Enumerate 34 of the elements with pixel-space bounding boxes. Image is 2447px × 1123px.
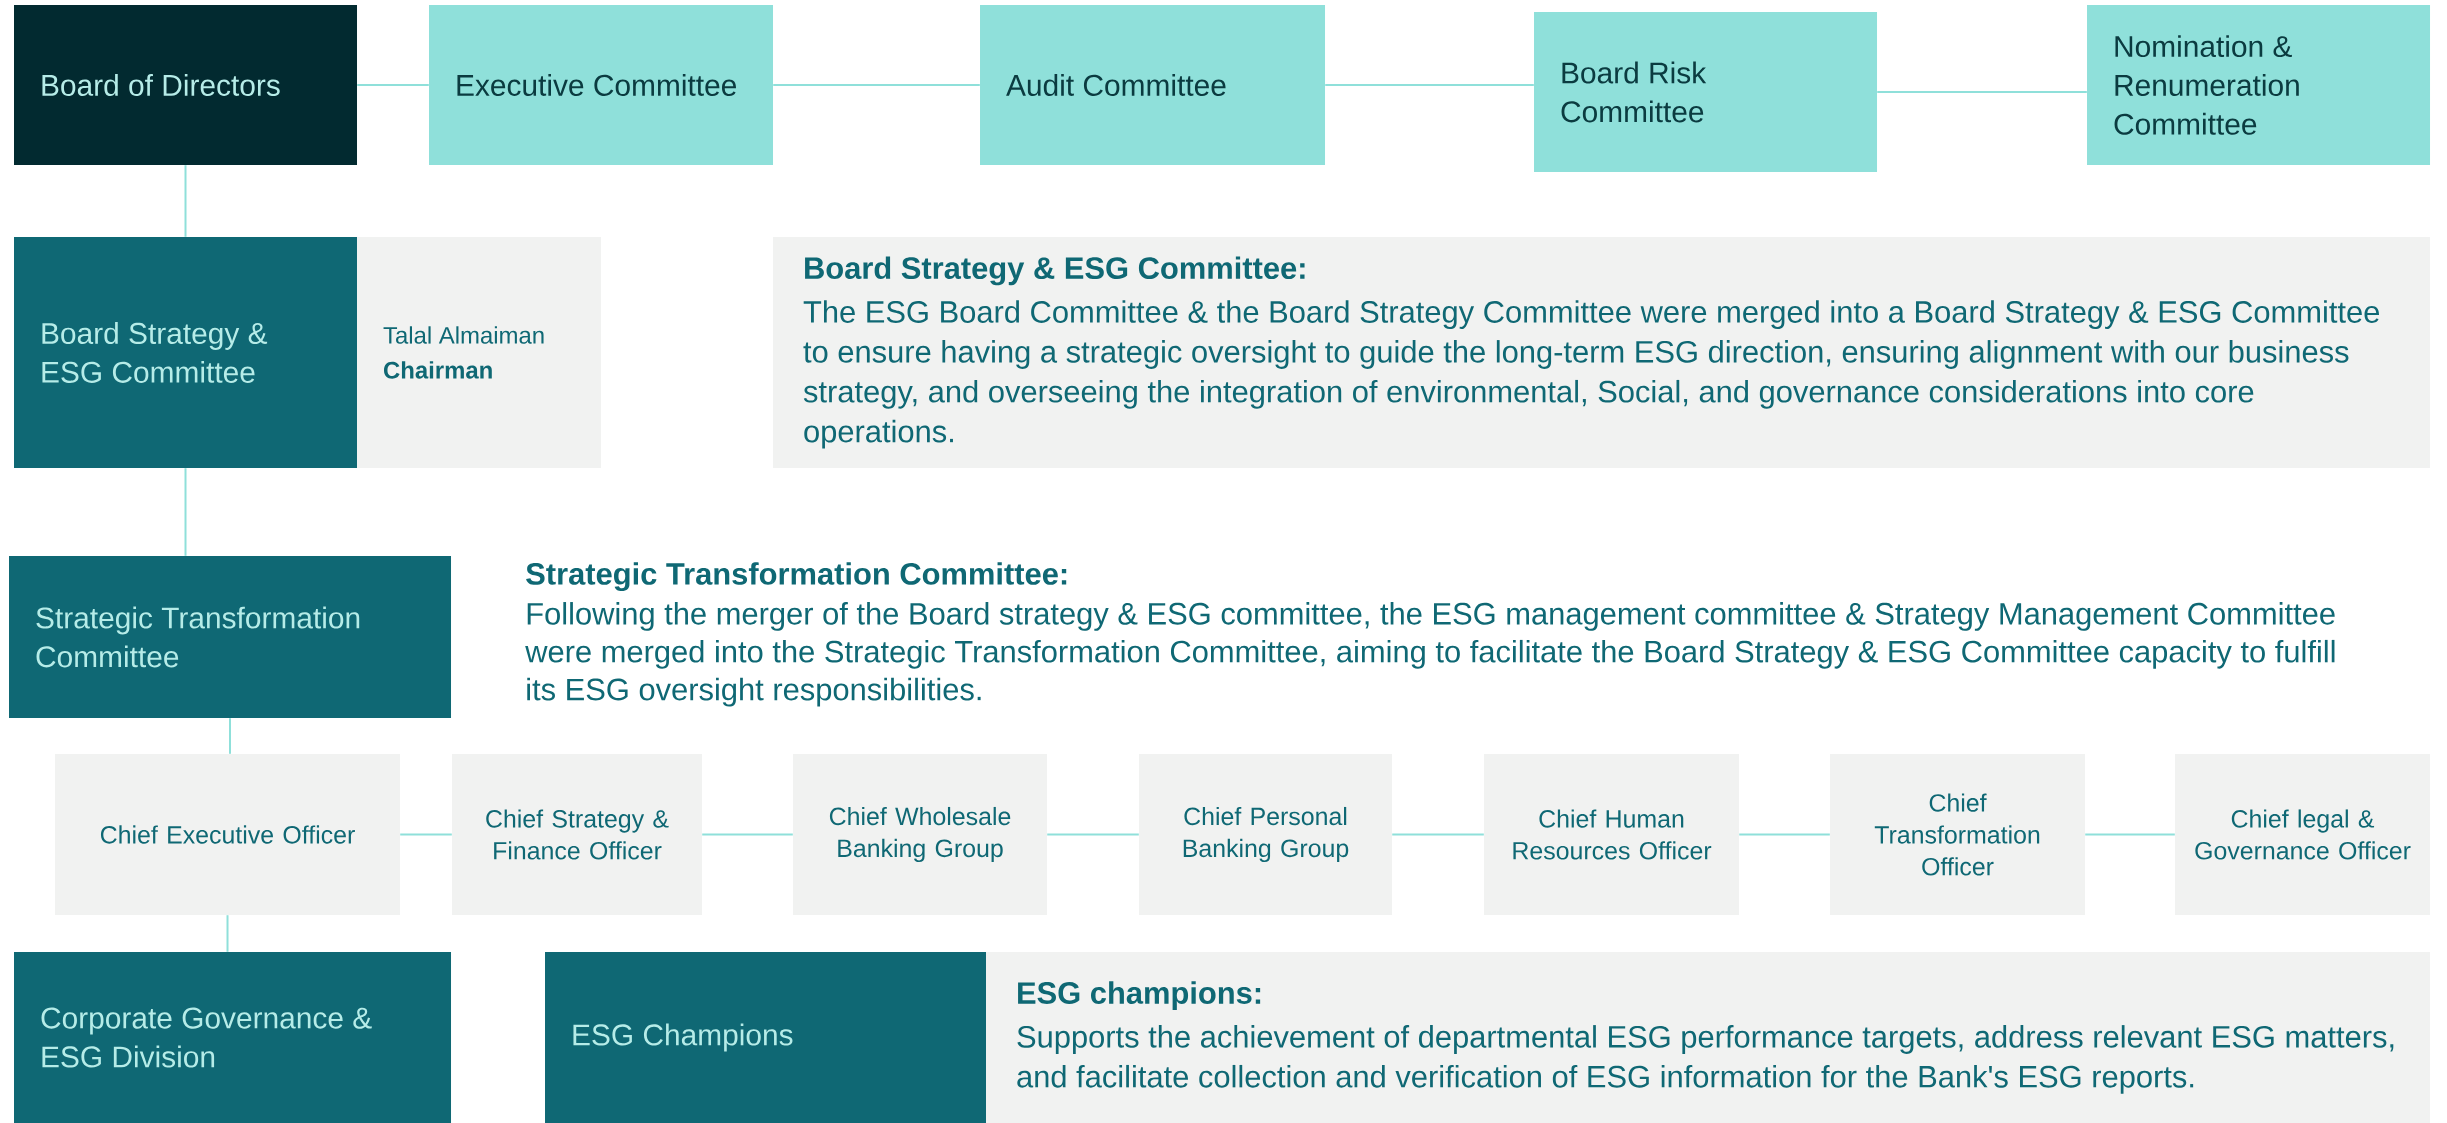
description-box: ESG champions: Supports the achievement of departmental ESG performance targets, address relevant ESG matters, and facilitate collection and verification of ESG information for the Bank's ESG reports. (986, 952, 2431, 1123)
officer-box: Chief Personal Banking Group (1139, 754, 1392, 915)
description-text: Strategic Transformation Committee: Following the merger of the Board strategy & ESG committee, the ESG management committee & Strategy Management Committee were merged into the Strategic Transformation Committee, aiming to facilitate the Board Strategy & ESG Committee capacity to fulfill its ESG oversight responsibilities. (525, 562, 2335, 707)
committee-box: Board Strategy & ESG Committee (14, 237, 357, 468)
committee-box: Board Risk Committee (1534, 12, 1877, 172)
committee-box: Strategic Transformation Committee (9, 556, 451, 718)
connector-line (1876, 91, 2088, 93)
connector-line (1324, 84, 1535, 86)
chairman-box: Talal Almaiman Chairman (357, 237, 601, 468)
connector-line (772, 84, 981, 86)
connector-line (226, 914, 229, 953)
connector-line (399, 833, 453, 836)
connector-line (1046, 833, 1140, 836)
officer-box: Chief legal & Governance Officer (2175, 754, 2431, 915)
committee-box: Executive Committee (429, 5, 773, 165)
board-box: Board of Directors (14, 5, 357, 165)
connector-line (229, 717, 231, 755)
officer-box: Chief Transformation Officer (1830, 754, 2086, 915)
officer-box: Chief Executive Officer (55, 754, 400, 915)
connector-line (701, 833, 794, 836)
officer-box: Chief Human Resources Officer (1484, 754, 1739, 915)
connector-line (1391, 833, 1485, 836)
officer-box: Chief Strategy & Finance Officer (452, 754, 702, 915)
committee-box: Nomination & Renumeration Committee (2087, 5, 2431, 165)
division-box: Corporate Governance & ESG Division (14, 952, 451, 1123)
connector-line (2084, 833, 2176, 836)
connector-line (184, 467, 187, 557)
committee-box: Audit Committee (980, 5, 1325, 165)
connector-line (1738, 833, 1831, 836)
officer-box: Chief Wholesale Banking Group (793, 754, 1047, 915)
description-box: Board Strategy & ESG Committee: The ESG Board Committee & the Board Strategy Committee were merged into a Board Strategy & ESG Committee to ensure having a strategic oversight to guide the long-term ESG direction, ensuring alignment with our business strategy, and overseeing the integration of environmental, Social, and governance considerations into core operations. (773, 237, 2431, 468)
connector-line (184, 164, 187, 238)
connector-line (356, 84, 430, 86)
champions-box: ESG Champions (545, 952, 986, 1123)
